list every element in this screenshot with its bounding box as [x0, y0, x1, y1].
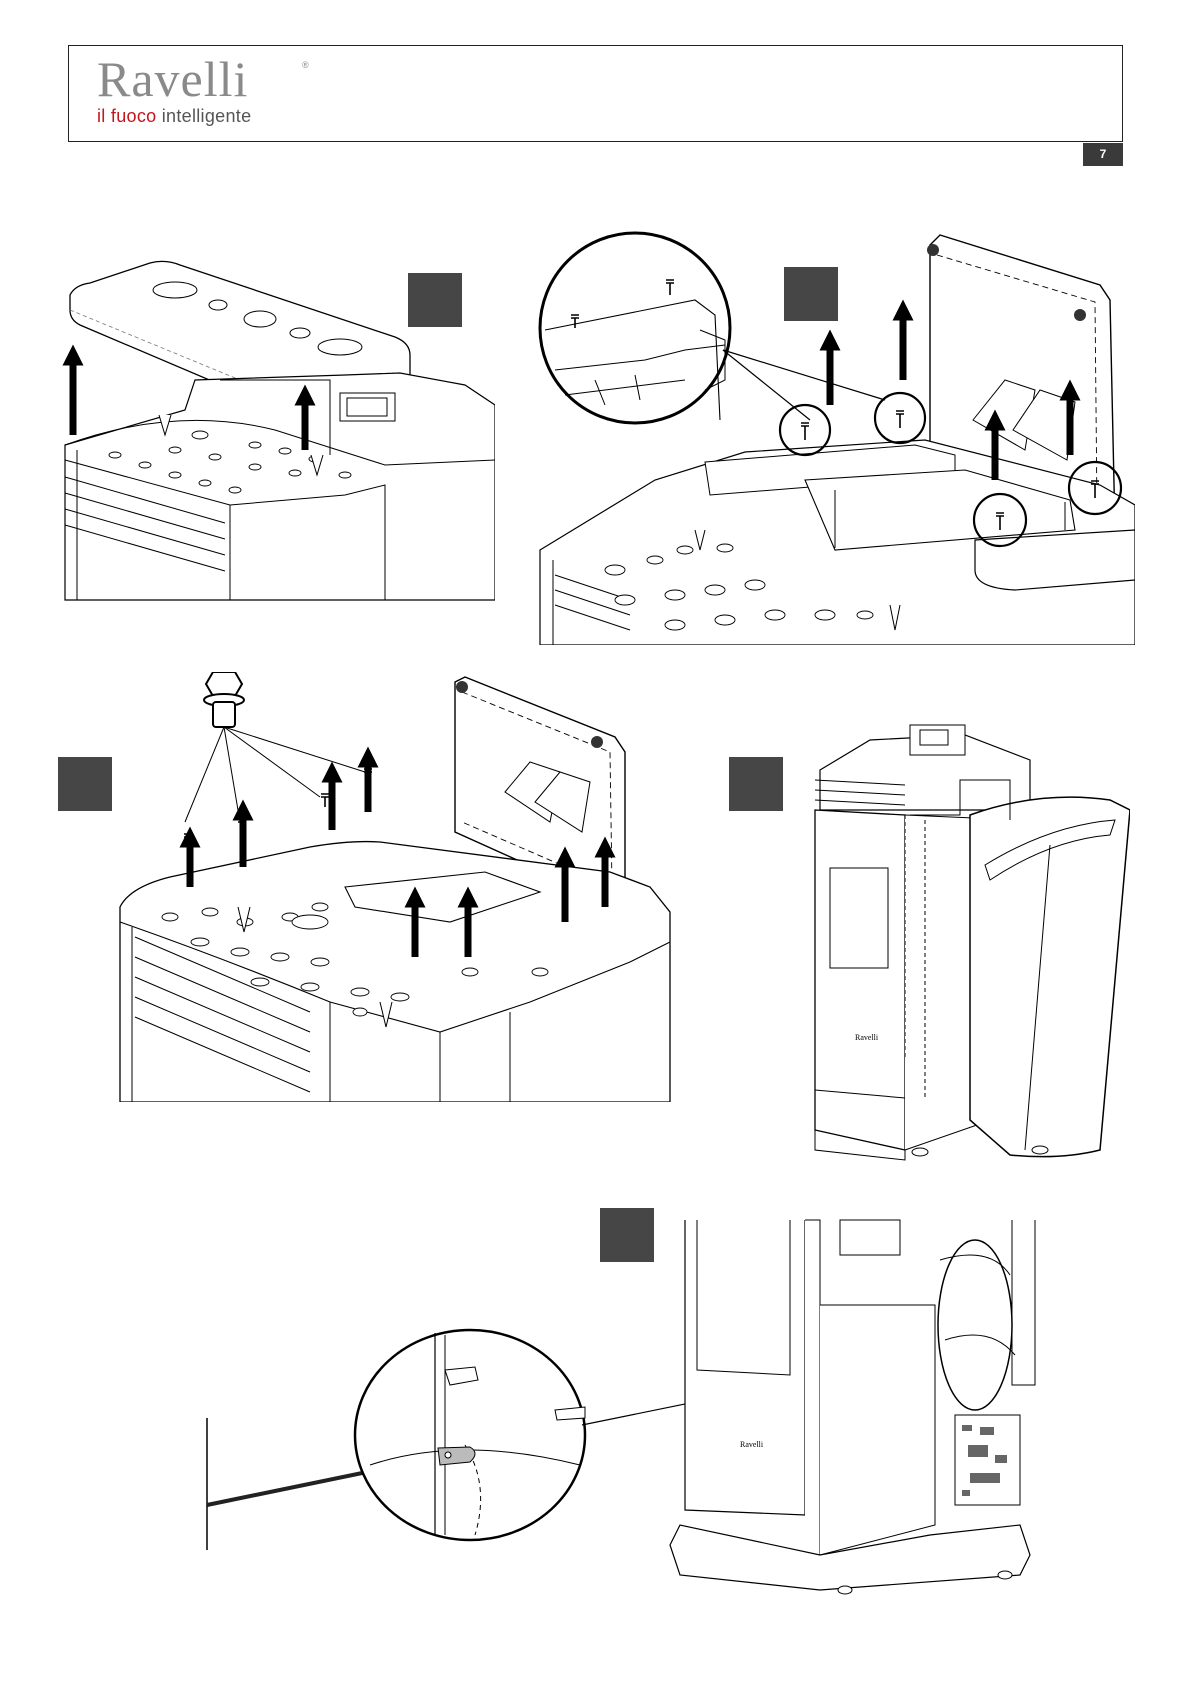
stove-brand-label-2: Ravelli — [740, 1440, 764, 1449]
logo-tagline: il fuoco intelligente — [97, 106, 251, 127]
step-badge-3 — [58, 757, 112, 811]
tagline-red-part: il fuoco — [97, 106, 156, 126]
step-badge-2 — [784, 267, 838, 321]
tagline-rest: intelligente — [156, 106, 251, 126]
step-badge-5 — [600, 1208, 654, 1262]
logo-brand-text: Ravelli — [97, 54, 251, 104]
header-frame: Ravelli ® il fuoco intelligente — [68, 45, 1123, 142]
ravelli-logo: Ravelli ® il fuoco intelligente — [97, 54, 251, 127]
step-badge-4 — [729, 757, 783, 811]
figure-3-top-plate-screws — [110, 672, 710, 1102]
stove-brand-label: Ravelli — [855, 1033, 879, 1042]
logo-registered-mark: ® — [302, 60, 309, 70]
figure-4-front-panel-removal: Ravelli — [810, 720, 1130, 1170]
page-number-badge: 7 — [1083, 143, 1123, 166]
figure-5-side-panel-detail: Ravelli — [200, 1215, 1060, 1600]
step-badge-1 — [408, 273, 462, 327]
